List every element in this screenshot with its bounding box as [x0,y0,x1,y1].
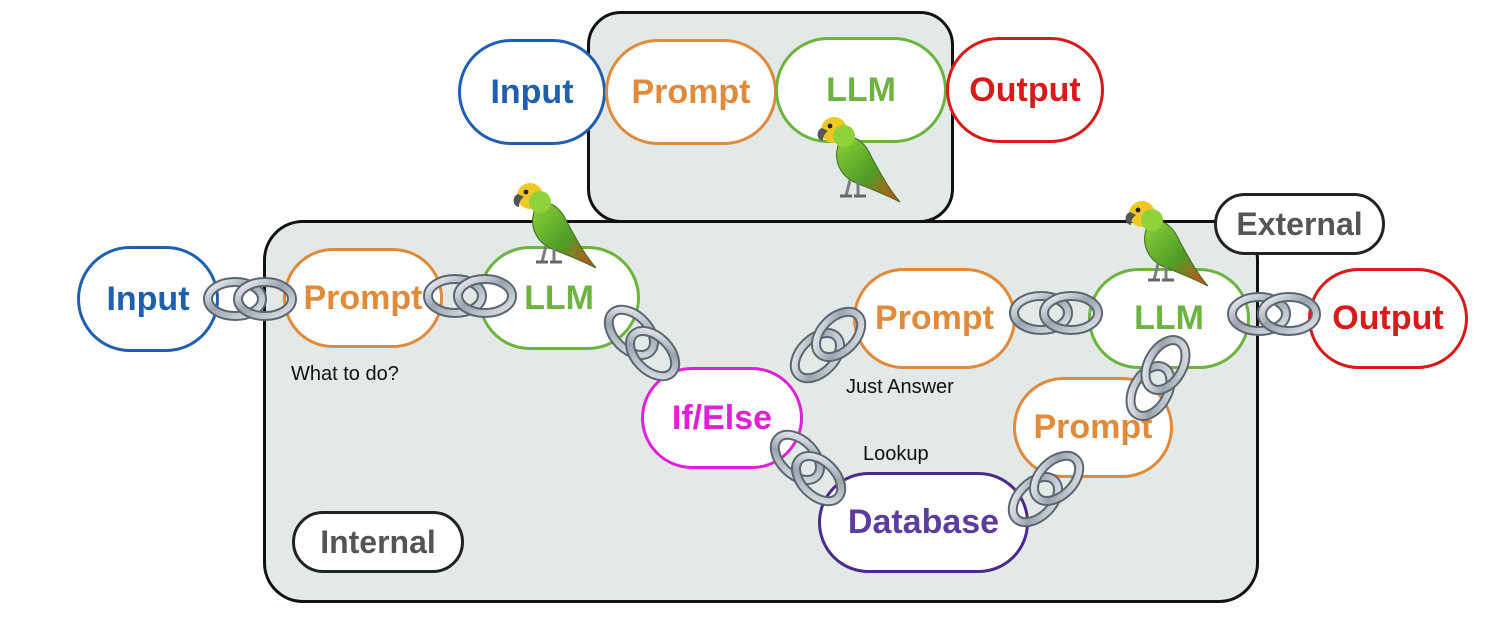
chain-link-icon [428,279,512,313]
parrot-icon [512,181,598,270]
top-llm-node: LLM [775,37,947,143]
bottom-prompt-2-node: Prompt [853,268,1016,369]
top-input-node: Input [458,39,606,145]
caption-lookup: Lookup [863,443,929,465]
parrot-icon [816,115,902,204]
external-label: External [1214,193,1385,255]
bottom-llm-2-node: LLM [1088,268,1250,369]
bottom-output-node: Output [1308,268,1468,369]
if-else-node: If/Else [641,367,803,469]
chain-link-icon [766,426,849,509]
chain-link-icon [1122,333,1193,423]
database-node: Database [818,472,1029,573]
caption-just-answer: Just Answer [846,376,954,398]
chain-link-icon [600,301,683,384]
top-output-node: Output [946,37,1104,143]
chain-link-icon [1004,447,1087,530]
parrot-icon [1124,199,1210,288]
chain-link-icon [1014,296,1098,330]
internal-label: Internal [292,511,464,573]
caption-what-to-do: What to do? [291,363,399,385]
chain-link-icon [208,282,292,316]
bottom-prompt-1-node: Prompt [283,248,443,348]
top-prompt-node: Prompt [605,39,777,145]
chain-link-icon [786,303,869,386]
chain-link-icon [1232,297,1316,331]
bottom-input-node: Input [77,246,219,352]
